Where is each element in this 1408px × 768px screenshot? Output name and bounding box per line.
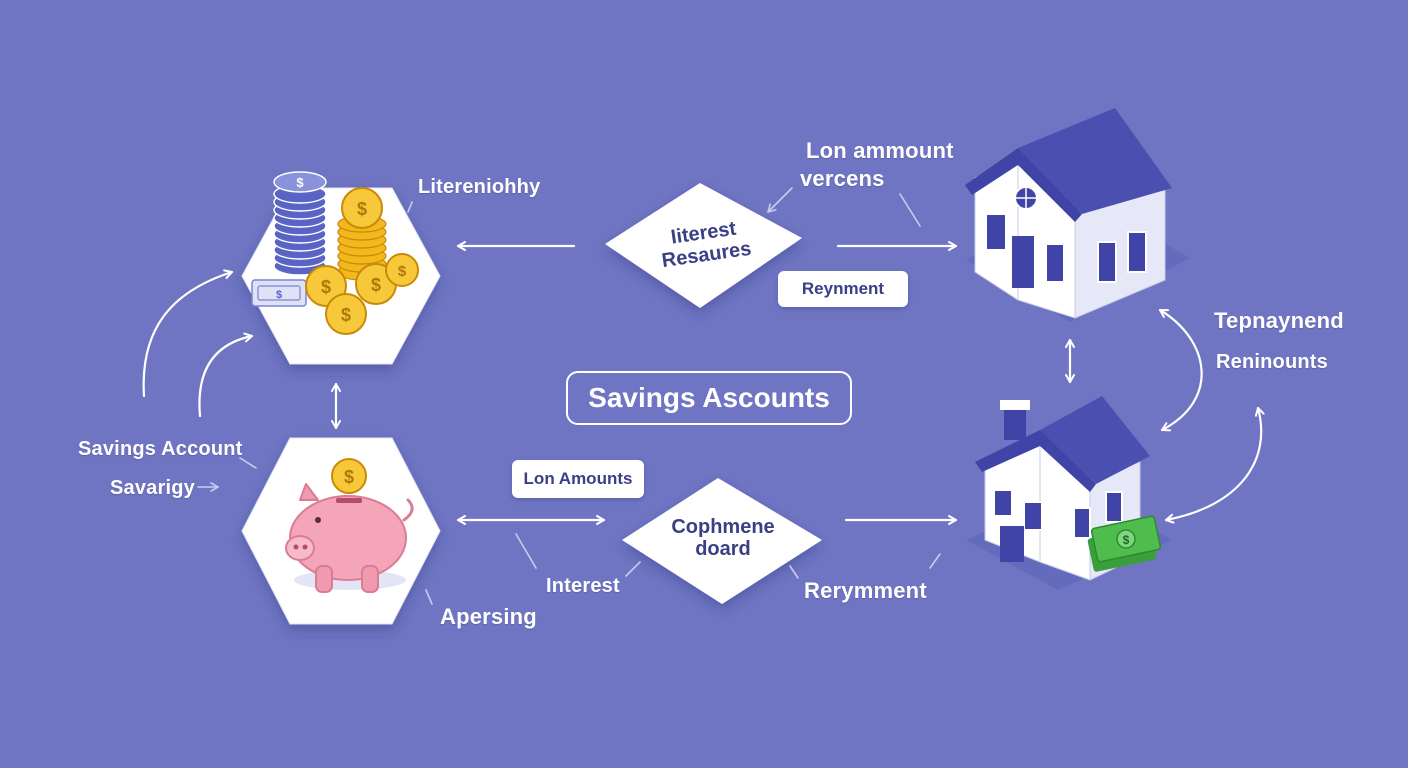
svg-text:$: $ [371,275,381,295]
label-vercens: vercens [800,166,885,191]
svg-text:$: $ [344,467,354,487]
label-tepnaynend: Tepnaynend [1214,308,1344,333]
svg-text:$: $ [398,263,407,280]
diagram-title: Savings Ascounts [566,371,852,425]
label-litereniohhy: Litereniohhy [418,176,541,198]
cash-stack-icon: $ [1087,515,1162,572]
hint-strokes [197,187,941,605]
interest-diamond [605,183,802,308]
label-savarigy: Savarigy [110,477,195,499]
label-savings-account: Savings Account [78,438,243,460]
label-interest: Interest [546,575,620,597]
flow-arrows [142,241,1265,525]
cophmene-diamond-text: Cophmene doard [648,516,798,560]
label-reninounts: Reninounts [1216,351,1328,373]
house-with-cash-icon: $ [966,396,1172,590]
piggy-bank-icon: $ [285,458,414,593]
svg-text:$: $ [276,289,282,301]
lon-amounts-box: Lon Amounts [512,460,644,498]
house-icon [965,108,1190,322]
label-rerymment: Rerymment [804,578,927,603]
svg-text:$: $ [296,175,304,190]
cophmene-diamond [622,478,822,604]
coin-stack-icon: $ $ $ $ $ $ $ [251,171,419,335]
label-apersing: Apersing [440,604,537,629]
cophmene-diamond-line1: Cophmene [671,516,775,538]
svg-text:$: $ [321,277,331,297]
svg-text:$: $ [357,199,367,219]
svg-text:$: $ [1123,533,1130,547]
reynment-box: Reynment [778,271,908,307]
piggy-tile: $ [241,437,441,625]
coins-tile: $ $ $ $ $ $ $ [241,171,441,365]
cophmene-diamond-line2: doard [695,538,751,560]
svg-text:$: $ [341,305,351,325]
label-lon-ammount: Lon ammount [806,138,954,163]
